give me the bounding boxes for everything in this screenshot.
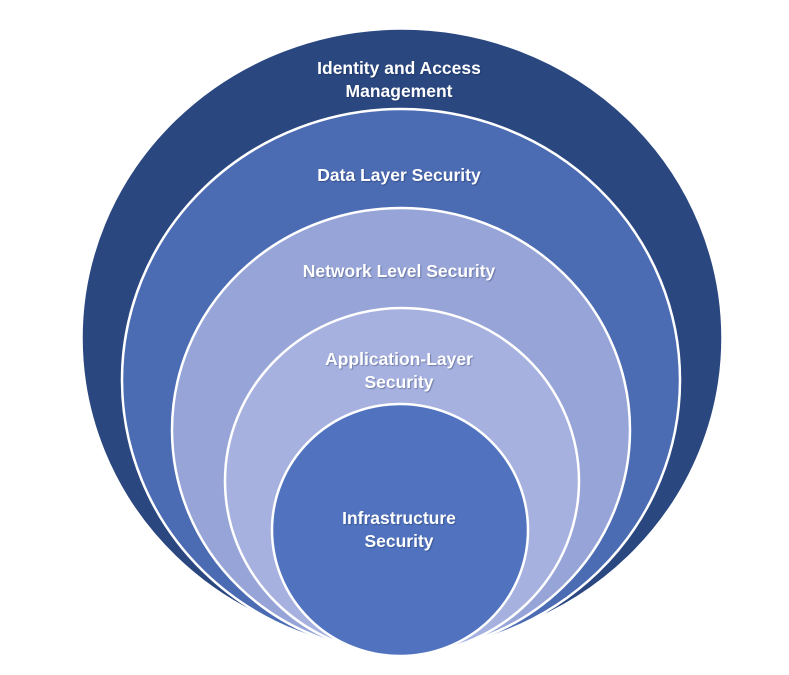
layer-infrastructure-security: Infrastructure Security bbox=[270, 402, 530, 658]
layer-label-identity-and-access-management-line2: Management bbox=[346, 81, 453, 101]
layer-label-infrastructure-security-line2: Security bbox=[364, 531, 433, 551]
layer-label-identity-and-access-management-line1: Identity and Access bbox=[317, 58, 481, 78]
layer-label-application-layer-security-line2: Security bbox=[364, 372, 433, 392]
layer-label-network-level-security: Network Level Security bbox=[303, 261, 496, 281]
layer-label-application-layer-security-line1: Application-Layer bbox=[325, 349, 473, 369]
layer-ellipse-infrastructure-security bbox=[270, 402, 530, 658]
layer-label-data-layer-security: Data Layer Security bbox=[317, 165, 481, 185]
layer-label-infrastructure-security-line1: Infrastructure bbox=[342, 508, 456, 528]
